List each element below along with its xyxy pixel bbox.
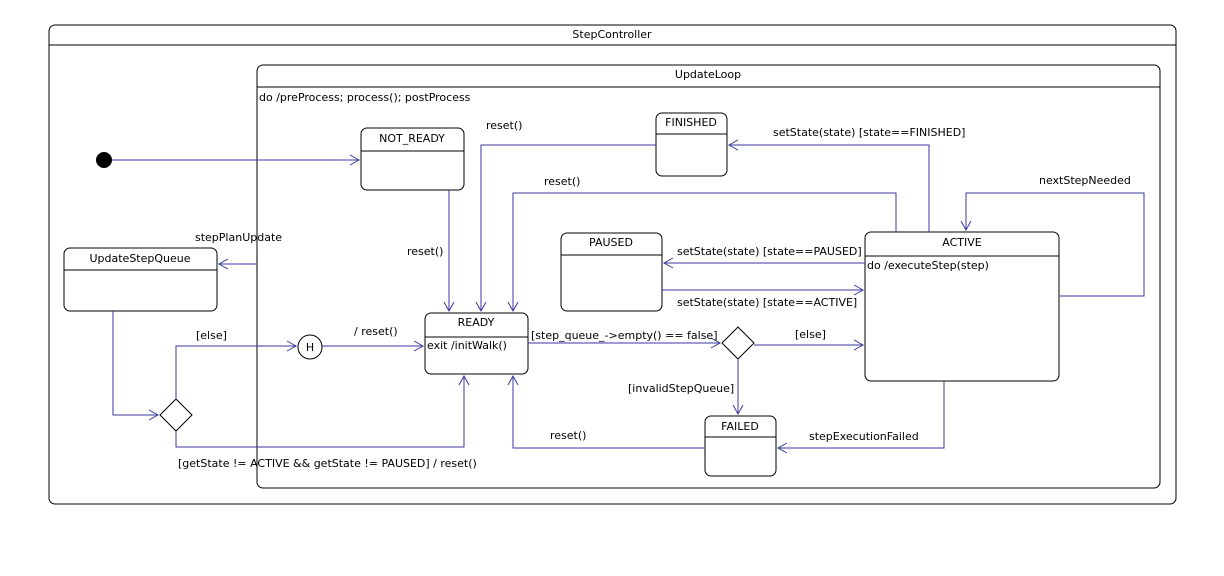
update-loop-frame: UpdateLoop do /preProcess; process(); po… xyxy=(256,64,1161,489)
update-loop-title: UpdateLoop xyxy=(675,68,741,81)
state-ready-name: READY xyxy=(458,316,495,329)
state-active: ACTIVE do /executeStep(step) xyxy=(864,231,1060,382)
label-else-history: [else] xyxy=(196,329,227,342)
label-step-plan-update: stepPlanUpdate xyxy=(195,231,282,244)
label-queue-not-empty: [step_queue_->empty() == false] xyxy=(531,329,718,342)
initial-state xyxy=(96,152,112,168)
label-reset-failed: reset() xyxy=(550,429,586,442)
state-failed-name: FAILED xyxy=(721,420,759,433)
state-update-step-queue: UpdateStepQueue xyxy=(63,247,218,312)
history-label: H xyxy=(306,341,314,354)
label-reset-active: reset() xyxy=(544,175,580,188)
label-history-reset: / reset() xyxy=(354,325,398,338)
state-ready-activity: exit /initWalk() xyxy=(427,339,507,352)
label-step-failed: stepExecutionFailed xyxy=(809,430,919,443)
label-else-active: [else] xyxy=(795,328,826,341)
state-ready: READY exit /initWalk() xyxy=(424,312,529,375)
label-reset-not-ready: reset() xyxy=(407,245,443,258)
history-state: H xyxy=(297,334,323,360)
label-set-active: setState(state) [state==ACTIVE] xyxy=(677,296,857,309)
update-loop-activity: do /preProcess; process(); postProcess xyxy=(259,91,471,104)
state-finished: FINISHED xyxy=(655,112,728,177)
state-active-name: ACTIVE xyxy=(942,236,982,249)
state-finished-name: FINISHED xyxy=(665,116,717,129)
state-paused: PAUSED xyxy=(560,232,663,312)
label-set-paused: setState(state) [state==PAUSED] xyxy=(677,245,862,258)
label-guard-reset: [getState != ACTIVE && getState != PAUSE… xyxy=(178,457,477,470)
label-set-finished: setState(state) [state==FINISHED] xyxy=(773,126,965,139)
step-controller-title: StepController xyxy=(572,28,652,41)
state-active-activity: do /executeStep(step) xyxy=(867,259,989,272)
state-update-step-queue-name: UpdateStepQueue xyxy=(89,252,190,265)
transition-lines xyxy=(112,139,1145,454)
state-not-ready-name: NOT_READY xyxy=(379,132,445,145)
state-not-ready: NOT_READY xyxy=(360,127,465,191)
label-invalid-queue: [invalidStepQueue] xyxy=(628,382,734,395)
state-failed: FAILED xyxy=(704,415,777,477)
label-reset-finished: reset() xyxy=(486,119,522,132)
state-paused-name: PAUSED xyxy=(589,236,633,249)
label-next-step-needed: nextStepNeeded xyxy=(1039,174,1131,187)
